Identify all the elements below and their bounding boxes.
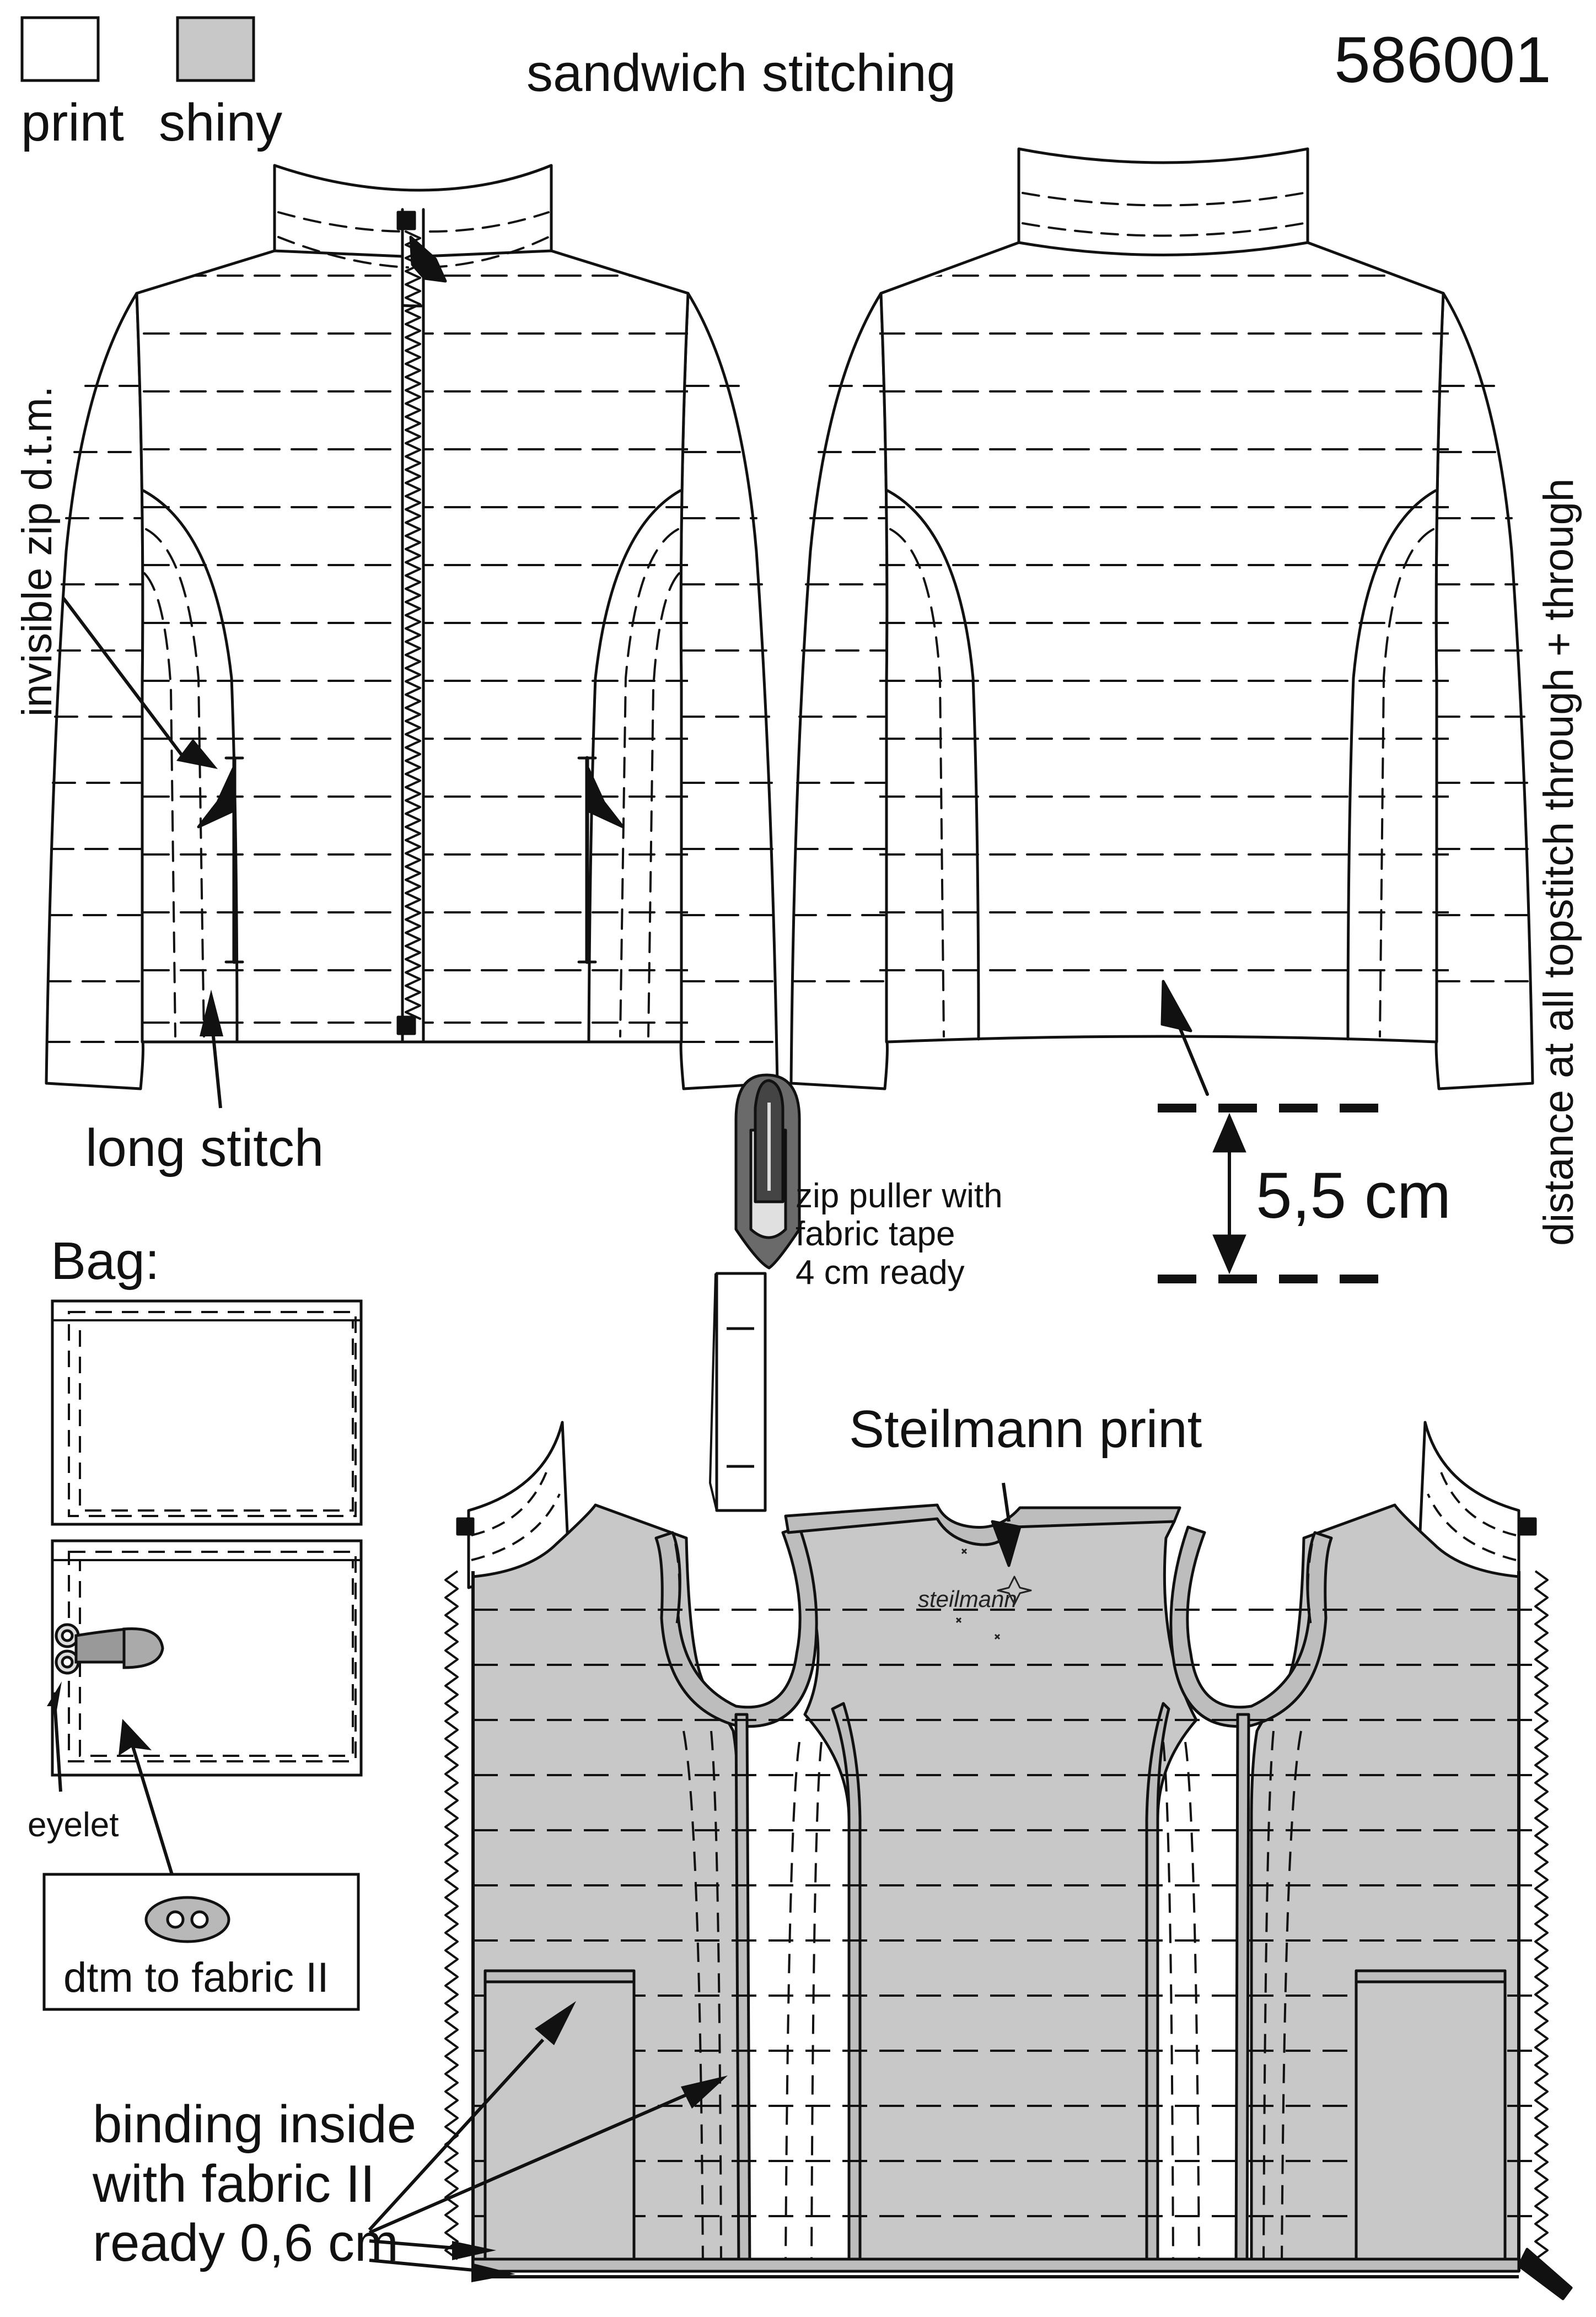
legend-print-swatch	[20, 16, 100, 82]
zip-puller-fabric-tape	[715, 1272, 767, 1512]
front-right-panel	[422, 249, 690, 1044]
front-left-sleeve	[45, 292, 144, 1090]
long-stitch-label: long stitch	[85, 1119, 324, 1178]
inside-left-zip-teeth	[444, 1570, 459, 2260]
measurement-arrow-up	[1212, 1112, 1246, 1153]
back-collar-stitching	[1022, 192, 1305, 237]
legend-print-label: print	[21, 93, 124, 152]
inside-right-armhole-binding	[1169, 1525, 1333, 1728]
binding-note-line-1: binding inside	[93, 2095, 417, 2154]
bag-section	[42, 1299, 363, 2011]
front-collar-stitching	[277, 211, 550, 268]
inside-seam-binding-4	[1234, 1713, 1250, 2273]
zip-puller-note: zip puller with fabric tape 4 cm ready	[796, 1177, 1003, 1292]
print-arrow-shaft	[1002, 1482, 1011, 1522]
front-right-sleeve	[679, 292, 779, 1090]
front-zip-top-stop	[396, 211, 416, 230]
back-arrow-head	[1160, 980, 1192, 1033]
article-number: 586001	[1334, 24, 1551, 96]
front-zip-puller	[409, 235, 447, 283]
button-detail-box	[42, 1873, 360, 2011]
legend	[20, 16, 255, 82]
inside-zip-puller	[1517, 2248, 1573, 2300]
front-right-side-panel	[587, 489, 682, 1044]
measurement-group	[1158, 1104, 1384, 1283]
inside-right-pocket-bag	[1355, 1969, 1507, 2270]
binding-note: binding inside with fabric II ready 0,6 …	[93, 2095, 416, 2273]
front-zip-teeth	[405, 230, 421, 1020]
binding-note-line-2: with fabric II	[93, 2154, 375, 2213]
back-side-stitching	[889, 528, 1434, 1037]
front-side-stitching	[143, 528, 680, 1037]
zip-puller-note-line-3: 4 cm ready	[796, 1253, 965, 1292]
button-oval	[144, 1896, 230, 1943]
back-right-side-panel	[1346, 489, 1437, 1041]
long-stitch-head	[200, 990, 223, 1036]
front-sleeve-quilting	[46, 385, 778, 1043]
back-view	[789, 147, 1534, 1096]
zip-puller-note-line-2: fabric tape	[796, 1215, 955, 1254]
back-panel	[879, 241, 1445, 1044]
front-left-panel	[135, 249, 404, 1044]
front-view	[45, 164, 779, 1090]
eyelet-label: eyelet	[28, 1806, 119, 1844]
back-left-side-panel	[886, 489, 980, 1041]
button-note: dtm to fabric II	[63, 1954, 329, 2001]
back-left-sleeve	[789, 292, 889, 1090]
front-right-pocket-puller	[585, 765, 625, 829]
inside-right-zip-stop	[1518, 1517, 1537, 1536]
steilmann-logo-text: steilmann	[918, 1586, 1017, 1612]
back-sleeve-quilting	[792, 385, 1533, 982]
inside-neck-binding	[784, 1503, 1181, 1546]
bag-title: Bag:	[51, 1232, 160, 1291]
legend-shiny-swatch	[176, 16, 255, 82]
back-quilting	[879, 275, 1449, 971]
legend-shiny-label: shiny	[159, 93, 283, 152]
bag-pocket-top	[51, 1299, 363, 1526]
zip-callout-head	[176, 739, 218, 769]
inside-hem-binding	[471, 2257, 1520, 2273]
binding-arrows	[368, 2001, 728, 2282]
inside-left-zip-stop	[456, 1517, 475, 1536]
inside-left-armhole-binding	[654, 1525, 818, 1728]
annotation-arrows	[62, 597, 223, 1109]
inside-seam-binding-1	[734, 1713, 751, 2273]
inside-quilting	[473, 1609, 1533, 2217]
back-right-sleeve	[1434, 292, 1534, 1090]
long-stitch-line	[211, 1025, 222, 1109]
invisible-zip-label: invisible zip d.t.m.	[14, 386, 61, 717]
zip-callout-line	[62, 597, 184, 756]
zip-puller-detail	[709, 1073, 801, 1512]
bag-arrow-head	[119, 1719, 152, 1756]
steilmann-logo	[955, 1548, 1032, 1640]
binding-note-line-3: ready 0,6 cm	[93, 2213, 399, 2273]
cord-stopper	[122, 1627, 164, 1669]
distance-note: distance at all topstitch through + thro…	[1535, 478, 1582, 1246]
steilmann-print-label: Steilmann print	[849, 1400, 1202, 1459]
front-zip-bottom-stop	[396, 1015, 416, 1035]
front-left-pocket-puller	[197, 765, 236, 829]
inside-right-zip-teeth	[1534, 1570, 1549, 2260]
zip-puller-note-line-1: zip puller with	[796, 1177, 1003, 1215]
inside-view: steilmann	[368, 1421, 1573, 2300]
page-title: sandwich stitching	[526, 44, 956, 103]
front-left-side-panel	[142, 489, 239, 1044]
print-arrow-head	[991, 1520, 1022, 1567]
back-collar	[1017, 147, 1309, 259]
measurement-arrow-down	[1212, 1234, 1246, 1275]
measurement-label: 5,5 cm	[1256, 1159, 1452, 1232]
